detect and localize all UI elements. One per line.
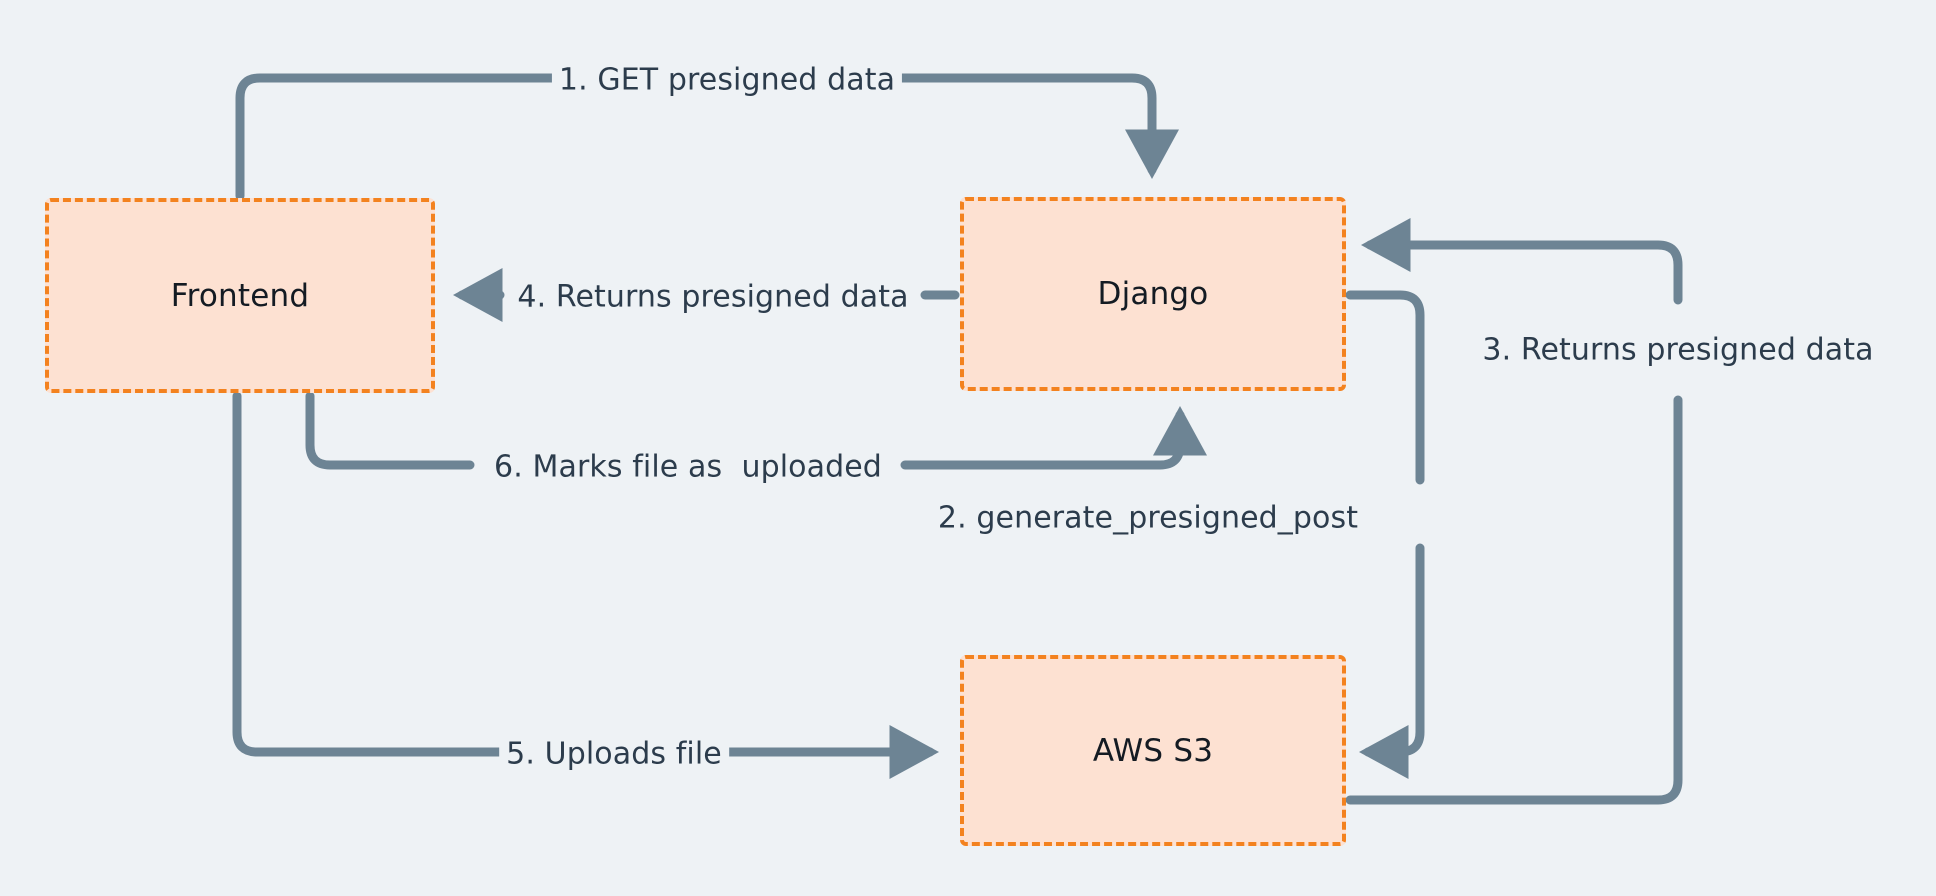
edge-label-2: 2. generate_presigned_post xyxy=(930,501,1366,535)
edge-3-returns-presigned-data xyxy=(1345,218,1683,805)
edge-1-get-presigned-data xyxy=(235,73,1179,201)
node-frontend[interactable]: Frontend xyxy=(45,198,435,393)
edge-6-marks-file-as-uploaded xyxy=(305,391,1207,470)
node-django-label: Django xyxy=(1097,276,1209,312)
edge-2-generate-presigned-post xyxy=(1345,290,1425,779)
node-frontend-label: Frontend xyxy=(170,277,310,314)
edge-label-1: 1. GET presigned data xyxy=(551,63,903,97)
node-django[interactable]: Django xyxy=(960,197,1346,391)
edge-label-5: 5. Uploads file xyxy=(499,737,729,771)
node-aws-s3-label: AWS S3 xyxy=(1092,732,1214,769)
edge-label-4: 4. Returns presigned data xyxy=(510,280,916,314)
edge-label-6: 6. Marks file as uploaded xyxy=(487,450,889,484)
edge-label-3: 3. Returns presigned data xyxy=(1475,333,1881,367)
edge-5-uploads-file xyxy=(232,391,939,779)
node-aws-s3[interactable]: AWS S3 xyxy=(960,655,1346,846)
